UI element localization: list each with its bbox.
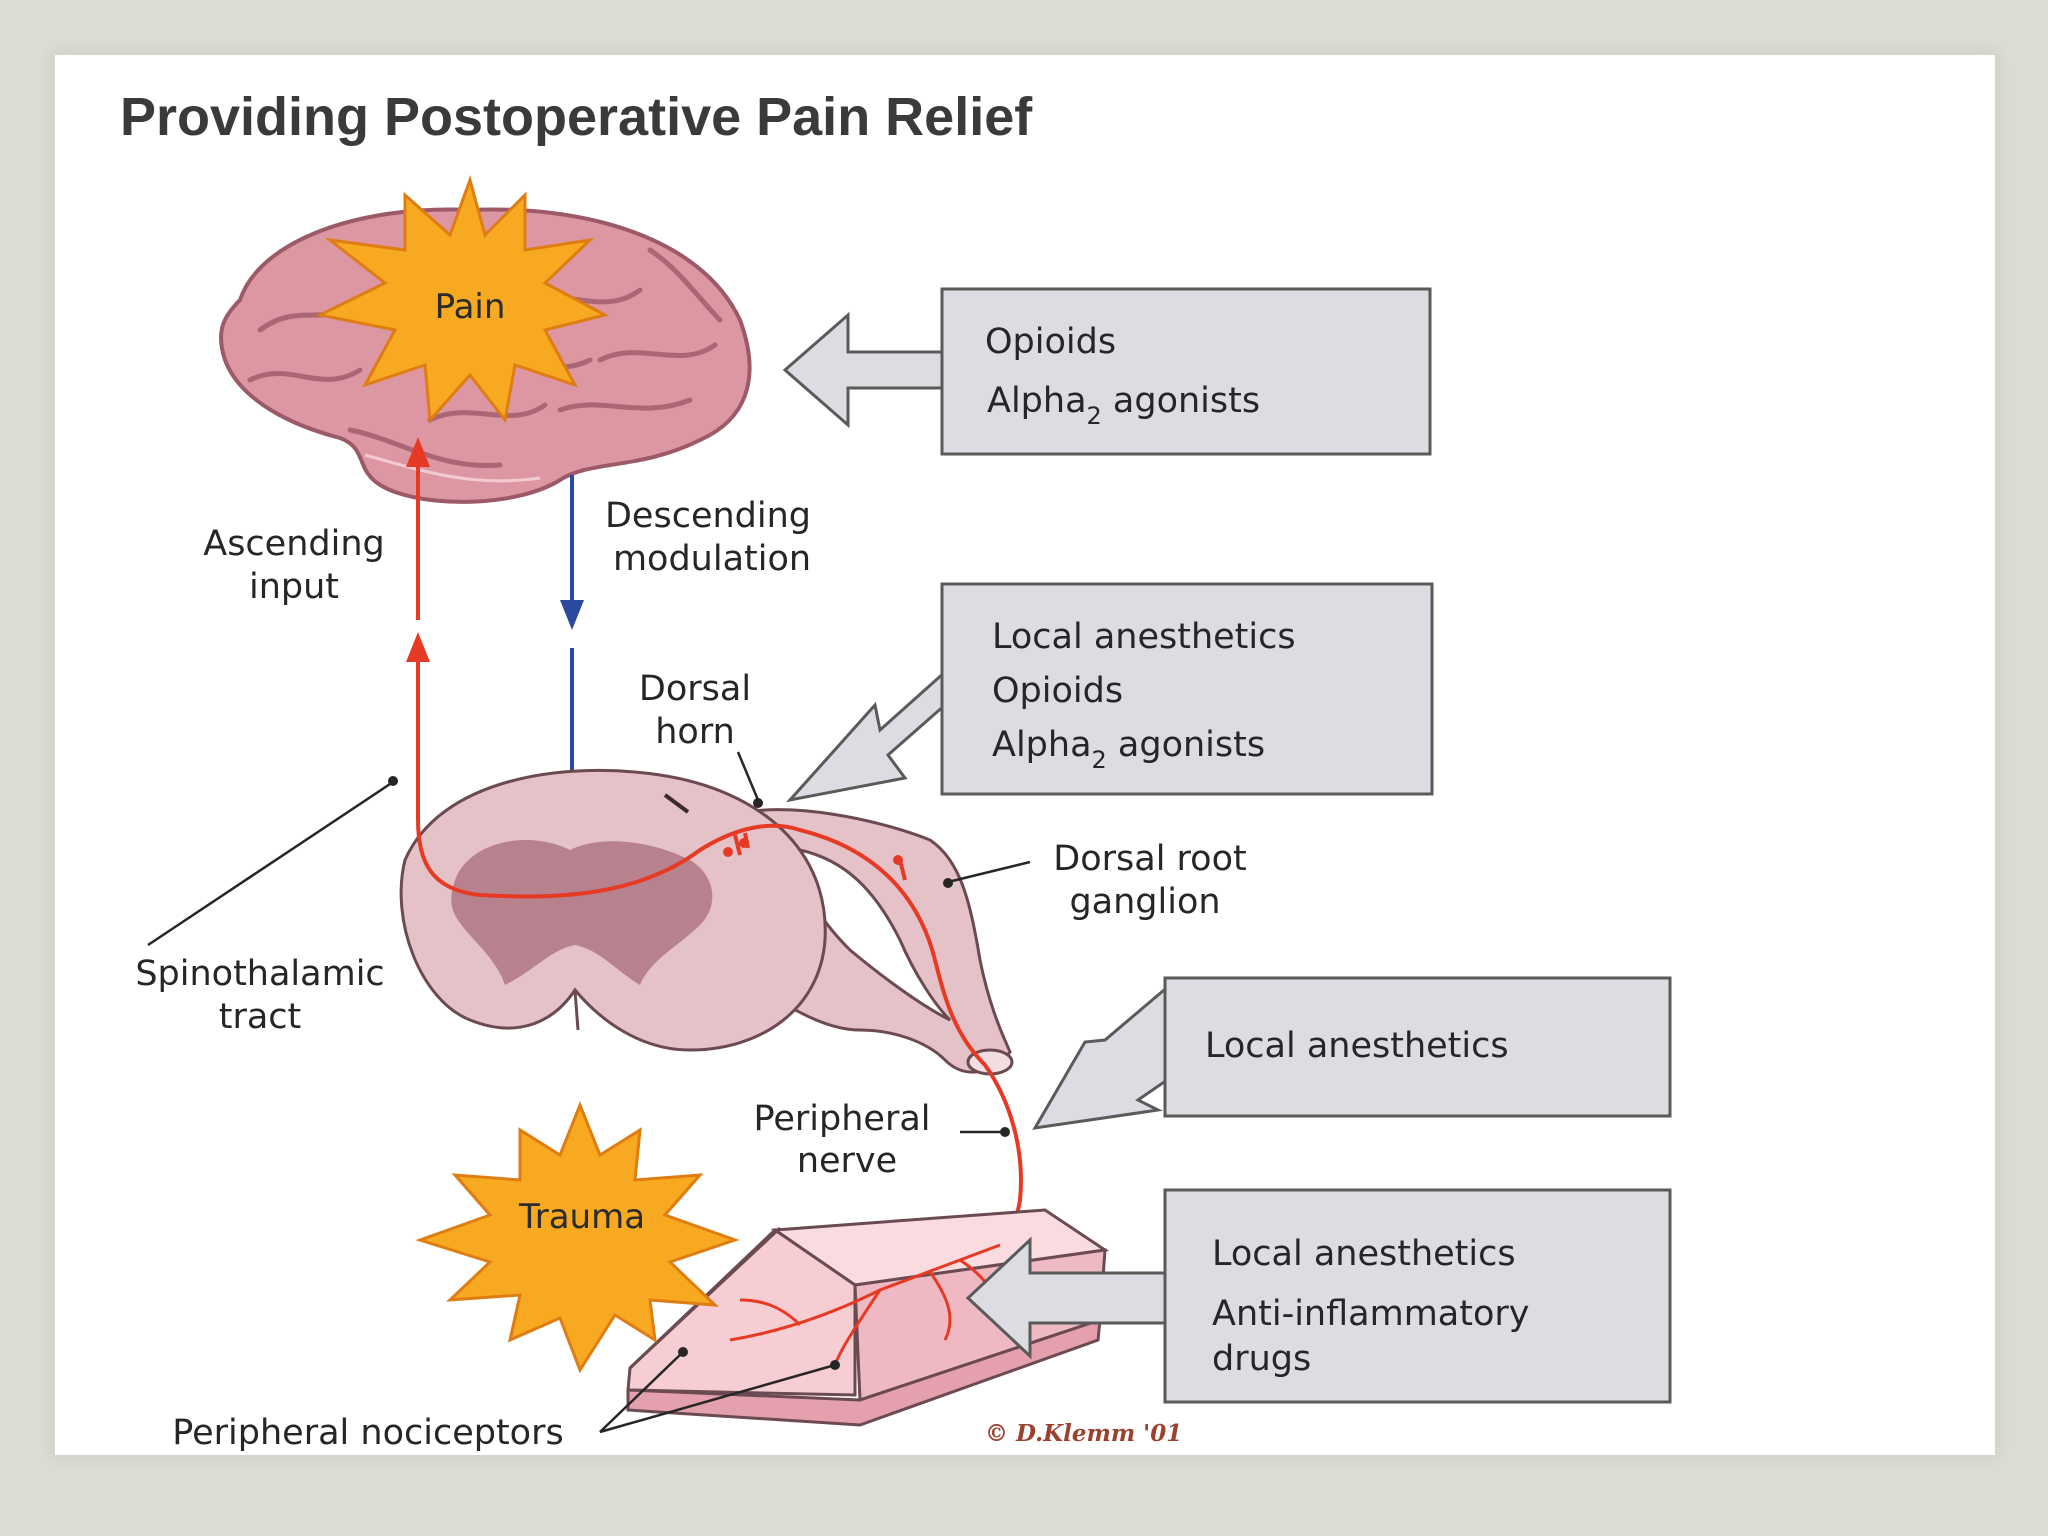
dorsal-root-ganglion-label-1: Dorsal root: [1053, 839, 1246, 879]
trauma-burst-icon: Trauma: [415, 1100, 740, 1374]
drug-box-tissue: Local anesthetics Anti-inflammatory drug…: [965, 1188, 1672, 1404]
ascending-input-label-1: Ascending: [203, 524, 384, 564]
descending-modulation-label-1: Descending: [605, 496, 811, 536]
drug-box-dorsal-horn: Local anesthetics Opioids Alpha2 agonist…: [785, 582, 1434, 803]
drug-arrow-nerve: [1032, 981, 1172, 1130]
descending-modulation-label-2: modulation: [613, 539, 811, 579]
ascending-arrow: [406, 437, 430, 820]
dorsal-root-ganglion-label-2: ganglion: [1069, 882, 1220, 922]
box-tissue-line3: drugs: [1212, 1339, 1311, 1379]
box-tissue-line1: Local anesthetics: [1212, 1234, 1516, 1274]
box-dorsal-horn-line2: Opioids: [992, 671, 1123, 711]
drug-arrow-brain: [782, 311, 947, 429]
pain-burst-icon: Pain: [315, 175, 610, 424]
dorsal-horn-label-2: horn: [655, 712, 735, 752]
box-dorsal-horn-line1: Local anesthetics: [992, 617, 1296, 657]
drg-pointer: [947, 860, 1031, 884]
spinothalamic-label-1: Spinothalamic: [135, 954, 384, 994]
nociceptor-pointer-1: [599, 1351, 684, 1433]
ascending-input-label-2: input: [249, 567, 339, 607]
dorsal-horn-label-1: Dorsal: [639, 669, 751, 709]
peripheral-nerve-label-1: Peripheral: [754, 1099, 931, 1139]
drug-arrow-tissue: [965, 1236, 1170, 1360]
peripheral-nociceptors-label: Peripheral nociceptors: [172, 1413, 563, 1453]
drug-box-brain: Opioids Alpha2 agonists: [782, 287, 1432, 456]
trauma-label: Trauma: [518, 1197, 645, 1237]
pain-label: Pain: [435, 287, 506, 327]
drug-arrow-dorsal-horn: [785, 668, 947, 803]
spinothalamic-pointer: [147, 780, 394, 947]
dorsal-horn-pointer: [736, 751, 760, 801]
box-nerve-line1: Local anesthetics: [1205, 1026, 1509, 1066]
peripheral-nerve-label-2: nerve: [797, 1141, 897, 1181]
descending-arrow: [560, 475, 584, 815]
spinothalamic-label-2: tract: [219, 997, 302, 1037]
nociceptor-pointer-2: [599, 1363, 836, 1434]
box-brain-line1: Opioids: [985, 322, 1116, 362]
box-tissue-line2: Anti-inflammatory: [1212, 1294, 1529, 1334]
drug-box-nerve: Local anesthetics: [1032, 976, 1672, 1130]
diagram-title: Providing Postoperative Pain Relief: [120, 87, 1033, 147]
box-brain-line2: Alpha2 agonists: [987, 381, 1260, 430]
illustration-credit: © D.Klemm '01: [985, 1420, 1182, 1447]
spinal-cord-illustration: [399, 768, 1014, 1076]
box-dorsal-horn-line3: Alpha2 agonists: [992, 725, 1265, 774]
